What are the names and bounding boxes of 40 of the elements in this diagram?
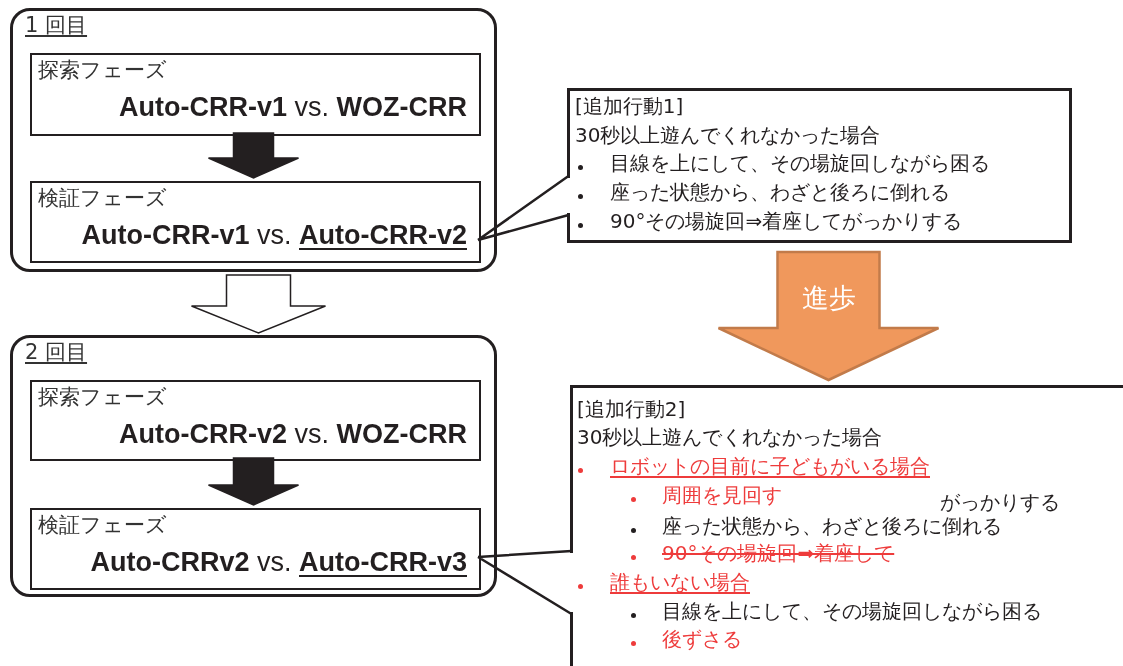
round-group-box [10,8,497,272]
callout-box [570,385,1123,666]
comparison-text: Auto-CRR-v2 vs. WOZ-CRR [119,418,467,451]
callout-text: 90°その場旋回⇒着座してがっかりする [610,209,963,233]
callout-box [567,88,1072,243]
callout-text: 30秒以上遊んでくれなかった場合 [575,123,881,147]
callout-tail [476,549,573,616]
edge-label: 進歩 [801,281,856,315]
callout-text: 後ずさる [662,627,742,651]
callout-text: 目線を上にして、その場旋回しながら困る [610,151,990,175]
callout-text: 30秒以上遊んでくれなかった場合 [577,425,883,449]
phase-label: 探索フェーズ [38,385,167,411]
block-arrow [207,457,300,506]
callout-heading: [追加行動1] [575,94,684,118]
phase-box [30,53,481,136]
callout-text: 周囲を見回す [662,483,782,507]
comparison-text: Auto-CRR-v1 vs. Auto-CRR-v2 [81,219,467,252]
callout-text: 座った状態から、わざと後ろに倒れる [610,180,950,204]
callout-text: ロボットの目前に子どもがいる場合 [610,454,930,478]
callout-text: 目線を上にして、その場旋回しながら困る [662,599,1042,623]
callout-heading: [追加行動2] [577,397,686,421]
callout-text: 座った状態から、わざと後ろに倒れる [662,514,1002,538]
callout-text: がっかりする [940,490,1060,514]
round-heading: 1 回目 [25,13,88,39]
callout-text: 誰もいない場合 [610,570,750,594]
phase-label: 検証フェーズ [38,513,167,539]
round-group-box [10,335,497,597]
block-arrow [717,250,940,382]
block-arrow [190,274,327,334]
phase-box [30,181,481,263]
callout-tail [476,174,570,242]
comparison-text: Auto-CRR-v1 vs. WOZ-CRR [119,91,467,124]
phase-box [30,380,481,461]
phase-label: 探索フェーズ [38,58,167,84]
round-heading: 2 回目 [25,340,88,366]
phase-box [30,508,481,590]
comparison-text: Auto-CRRv2 vs. Auto-CRR-v3 [90,546,467,579]
block-arrow [207,132,300,179]
phase-label: 検証フェーズ [38,186,167,212]
callout-text: 90°その場旋回⇒着座して [662,541,895,565]
